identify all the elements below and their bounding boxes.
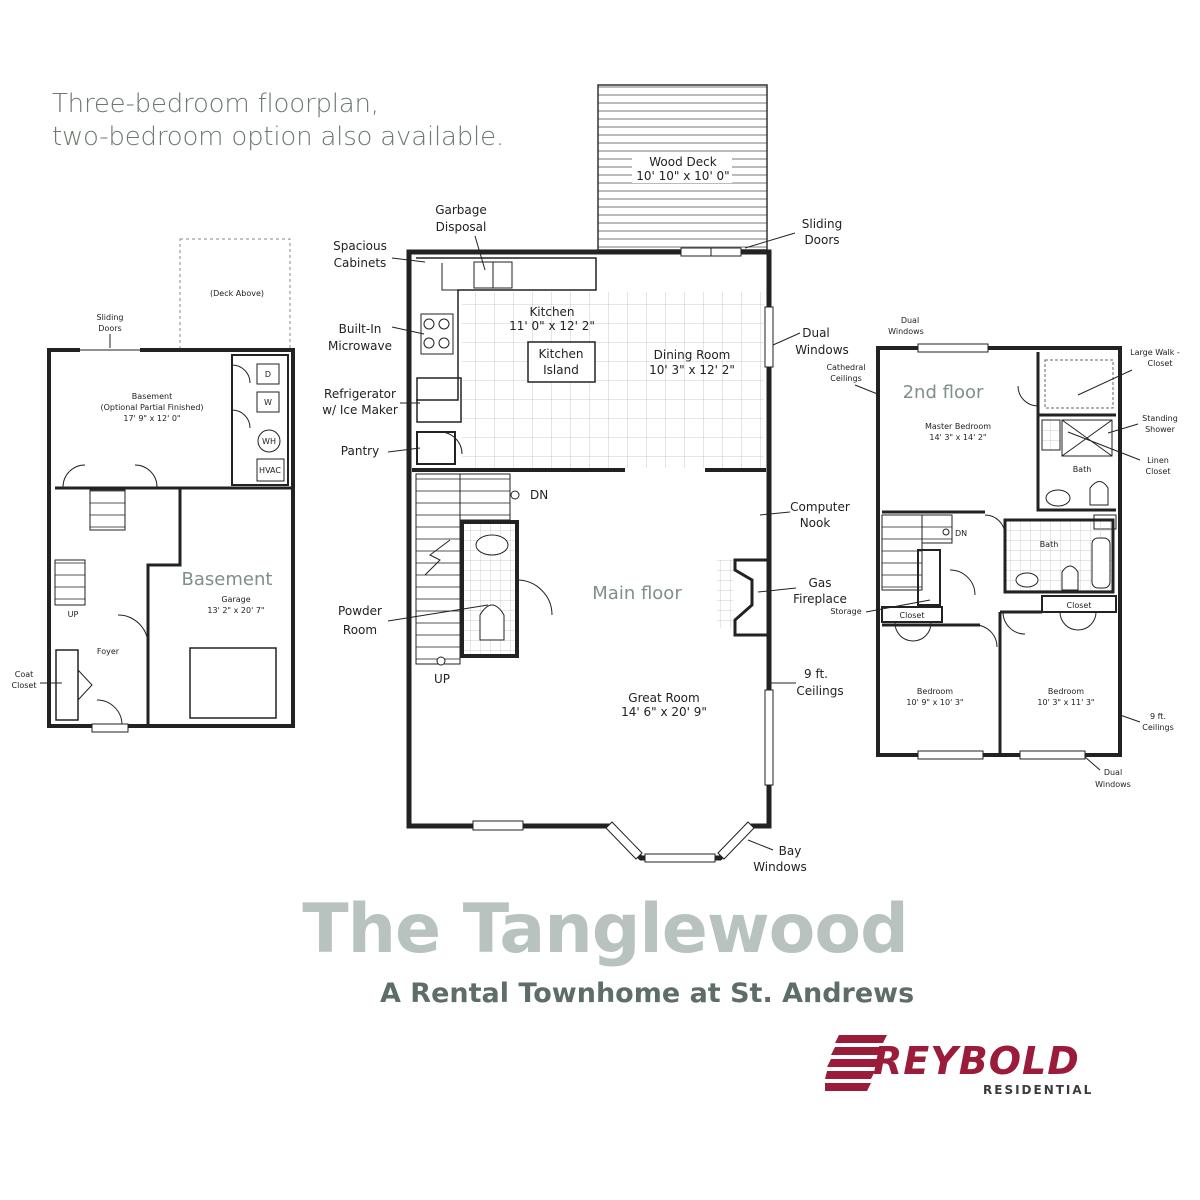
- master-bedroom-dimensions: 14' 3" x 14' 2": [929, 433, 986, 442]
- bedroom-1-dimensions: 10' 9" x 10' 3": [906, 698, 963, 707]
- kitchen-island-label-1: Kitchen: [538, 347, 583, 361]
- dual-windows-top-label-1: Dual: [901, 316, 919, 325]
- second-outer-wall: [876, 346, 1122, 757]
- coat-closet-label-1: Coat: [15, 670, 34, 679]
- garage-dimensions: 13' 2" x 20' 7": [207, 606, 264, 615]
- refrigerator-label-1: Refrigerator: [324, 387, 396, 401]
- dual-windows-label-2: Windows: [795, 343, 849, 357]
- basement-room-label-1: Basement: [132, 392, 172, 401]
- coat-closet-label-2: Closet: [12, 681, 37, 690]
- walk-closet-label-1: Large Walk -: [1130, 348, 1180, 357]
- reybold-logo: REYBOLD RESIDENTIAL: [825, 1033, 1095, 1105]
- logo-stripes-icon: [825, 1035, 887, 1091]
- hvac-label: HVAC: [259, 466, 281, 475]
- gas-fireplace-label-1: Gas: [809, 576, 832, 590]
- standing-shower-label-2: Shower: [1145, 425, 1176, 434]
- kitchen-dimensions: 11' 0" x 12' 2": [509, 319, 595, 333]
- bay-windows-label-1: Bay: [779, 844, 802, 858]
- dual-windows-bottom-label-2: Windows: [1095, 780, 1131, 789]
- main-floor-label: Main floor: [592, 583, 682, 604]
- linen-closet-label-1: Linen: [1147, 456, 1169, 465]
- ceilings-label-2: Ceilings: [796, 684, 843, 698]
- master-bath-label: Bath: [1073, 465, 1092, 474]
- brand-subtitle: RESIDENTIAL: [983, 1083, 1094, 1097]
- cathedral-ceilings-label-1: Cathedral: [826, 363, 865, 372]
- cathedral-ceilings-label-2: Ceilings: [830, 374, 862, 383]
- master-bedroom-label: Master Bedroom: [925, 422, 991, 431]
- walk-closet-label-2: Closet: [1148, 359, 1173, 368]
- great-room-label: Great Room: [628, 691, 699, 705]
- page-title: The Tanglewood: [302, 890, 909, 969]
- microwave-label-2: Microwave: [328, 339, 392, 353]
- powder-room-label-2: Room: [343, 623, 377, 637]
- microwave-label-1: Built-In: [339, 322, 382, 336]
- second-bath-label: Bath: [1040, 540, 1059, 549]
- linen-closet-label-2: Closet: [1146, 467, 1171, 476]
- dryer-label: D: [265, 370, 271, 379]
- wood-deck-label: Wood Deck: [649, 155, 716, 169]
- spacious-cabinets-label-1: Spacious: [333, 239, 387, 253]
- basement-floor-label: Basement: [182, 569, 273, 590]
- page-subtitle: A Rental Townhome at St. Andrews: [380, 978, 915, 1009]
- sliding-doors-label-2: Doors: [804, 233, 839, 247]
- dual-windows-top-label-2: Windows: [888, 327, 924, 336]
- gas-fireplace-label-2: Fireplace: [793, 592, 847, 606]
- dining-room-label: Dining Room: [654, 348, 731, 362]
- bedroom-1-closet-label: Closet: [900, 611, 925, 620]
- garage-label: Garage: [221, 595, 250, 604]
- kitchen-label: Kitchen: [529, 305, 574, 319]
- basement-outer-wall: [47, 348, 295, 728]
- pantry-label: Pantry: [341, 444, 379, 458]
- bay-windows-label-2: Windows: [753, 860, 807, 874]
- deck-above-outline: [179, 238, 291, 350]
- bedroom-2-label: Bedroom: [1048, 687, 1084, 696]
- second-ceilings-label-2: Ceilings: [1142, 723, 1174, 732]
- sliding-doors-label-1: Sliding: [802, 217, 842, 231]
- computer-nook-label-2: Nook: [800, 516, 831, 530]
- great-room-dimensions: 14' 6" x 20' 9": [621, 705, 707, 719]
- dining-room-dimensions: 10' 3" x 12' 2": [649, 363, 735, 377]
- tagline: Three-bedroom floorplan, two-bedroom opt…: [52, 88, 504, 154]
- garbage-disposal-label-1: Garbage: [435, 203, 487, 217]
- water-heater-label: WH: [262, 437, 276, 446]
- refrigerator-label-2: w/ Ice Maker: [322, 403, 398, 417]
- basement-room-dimensions: 17' 9" x 12' 0": [123, 414, 180, 423]
- second-ceilings-label-1: 9 ft.: [1150, 712, 1166, 721]
- bedroom-2-closet-label: Closet: [1067, 601, 1092, 610]
- tagline-line-2: two-bedroom option also available.: [52, 122, 504, 152]
- basement-sliding-doors-label-2: Doors: [98, 324, 121, 333]
- second-floor-label: 2nd floor: [903, 382, 984, 403]
- dual-windows-bottom-label-1: Dual: [1104, 768, 1122, 777]
- basement-plan: (Deck Above) Sliding Doors D W WH HVAC B…: [12, 238, 295, 733]
- deck-above-label: (Deck Above): [210, 289, 264, 298]
- powder-room-label-1: Powder: [338, 604, 382, 618]
- ceilings-label-1: 9 ft.: [804, 667, 828, 681]
- dual-windows-label-1: Dual: [802, 326, 830, 340]
- tagline-line-1: Three-bedroom floorplan,: [52, 89, 379, 119]
- kitchen-island-label-2: Island: [543, 363, 579, 377]
- spacious-cabinets-label-2: Cabinets: [334, 256, 387, 270]
- storage-label: Storage: [830, 607, 861, 616]
- computer-nook-label-1: Computer: [790, 500, 850, 514]
- main-floor-plan: Wood Deck 10' 10" x 10' 0": [322, 84, 850, 874]
- main-down-label: DN: [530, 488, 548, 502]
- basement-sliding-doors-label-1: Sliding: [97, 313, 124, 322]
- standing-shower-label-1: Standing: [1142, 414, 1178, 423]
- foyer-label: Foyer: [97, 647, 120, 656]
- second-down-label: DN: [955, 529, 967, 538]
- bedroom-2-dimensions: 10' 3" x 11' 3": [1037, 698, 1094, 707]
- garbage-disposal-label-2: Disposal: [436, 220, 487, 234]
- basement-up-label: UP: [68, 610, 79, 619]
- brand-name: REYBOLD: [873, 1039, 1080, 1083]
- bedroom-1-label: Bedroom: [917, 687, 953, 696]
- second-floor-plan: Dual Windows Large Walk - Closet Cathedr…: [826, 316, 1179, 789]
- basement-room-label-2: (Optional Partial Finished): [100, 403, 203, 412]
- main-up-label: UP: [434, 672, 450, 686]
- wood-deck-dimensions: 10' 10" x 10' 0": [636, 169, 729, 183]
- washer-label: W: [264, 398, 272, 407]
